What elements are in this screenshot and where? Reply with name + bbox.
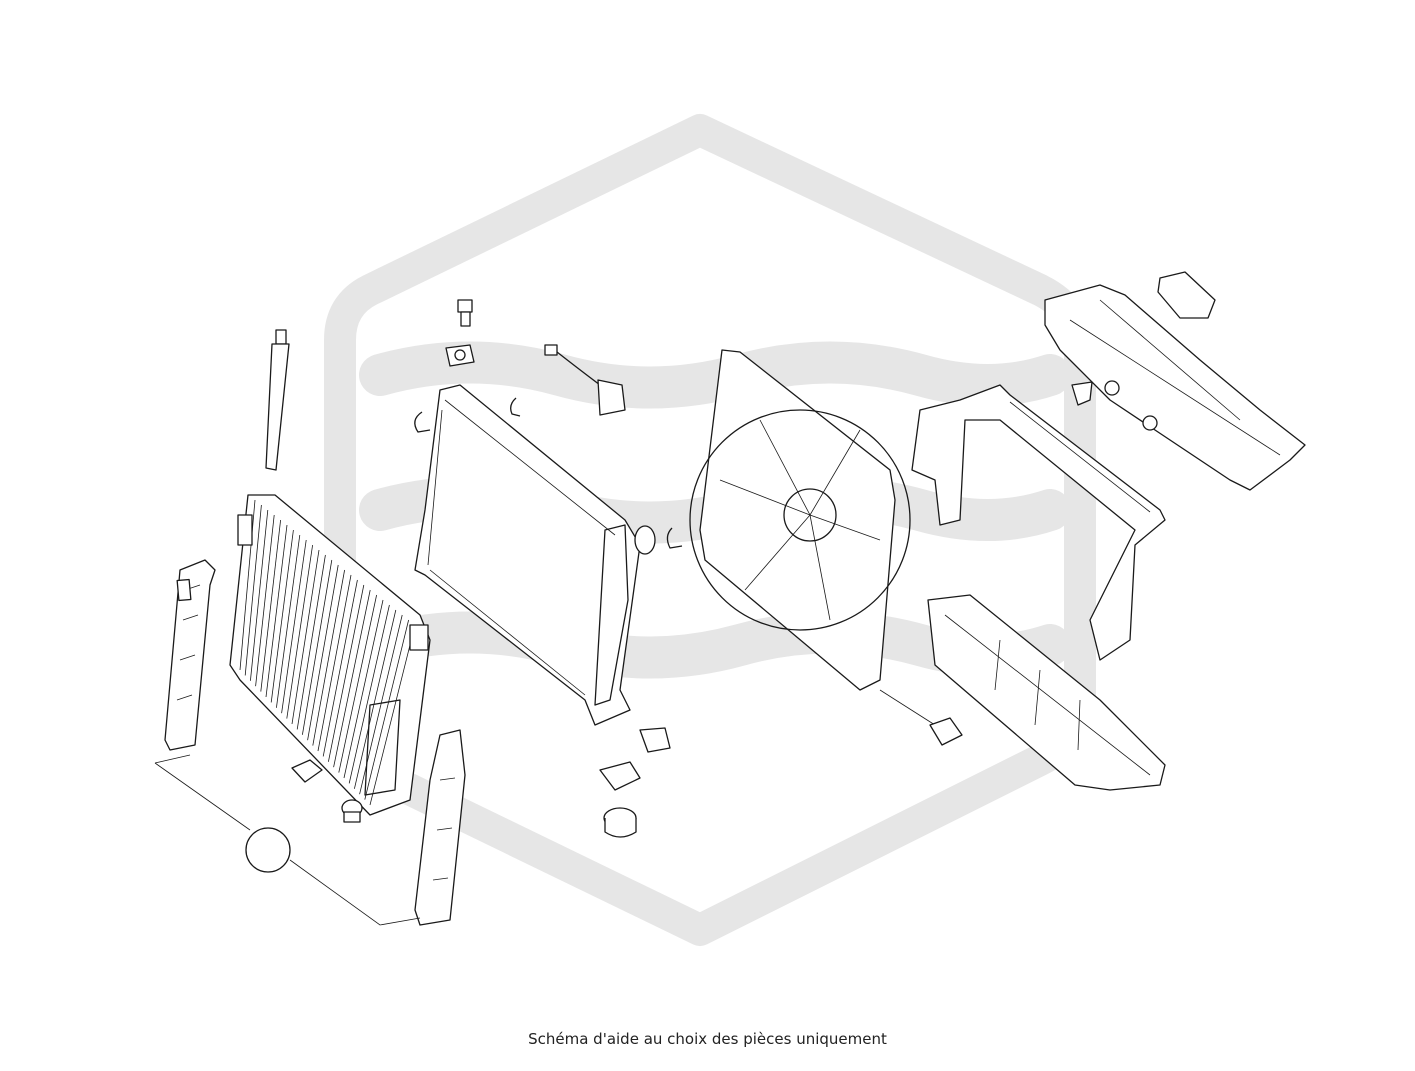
condenser-fin <box>250 509 269 681</box>
condenser-fin <box>354 609 397 789</box>
condenser-fin <box>281 539 307 714</box>
condenser-fin <box>343 599 384 779</box>
upper-air-duct[interactable] <box>1044 284 1306 491</box>
callout-lines <box>154 754 421 926</box>
condenser-fin <box>260 519 281 692</box>
pressure-sensor-part[interactable] <box>341 799 363 823</box>
condenser-fin <box>276 534 301 708</box>
vent-grille-part[interactable] <box>1157 271 1216 319</box>
condenser-fin <box>348 604 390 784</box>
condenser-fin <box>312 569 345 746</box>
left-side-bracket[interactable] <box>164 559 216 751</box>
condenser-fin <box>369 624 416 806</box>
rod-part[interactable] <box>265 329 290 471</box>
right-side-bracket[interactable] <box>414 729 466 926</box>
radiator-cap-top[interactable] <box>457 299 473 327</box>
clip-part-left[interactable] <box>291 759 323 783</box>
condenser-fin <box>317 574 352 752</box>
condenser-fin <box>286 544 313 719</box>
lower-air-guide[interactable] <box>927 594 1166 791</box>
condenser-fin <box>302 559 333 735</box>
condenser-fin <box>270 529 294 703</box>
condenser-fin <box>265 524 288 698</box>
radiator-part[interactable] <box>414 384 656 726</box>
condenser-fin <box>322 579 358 757</box>
condenser-fin <box>291 549 320 725</box>
fan-callout <box>879 689 963 746</box>
fan-shroud-part[interactable] <box>689 349 911 691</box>
radiator-cap-bottom[interactable] <box>603 807 637 838</box>
condenser-fin <box>296 554 326 730</box>
condenser-fin <box>333 589 371 768</box>
hose-clip-icons <box>414 397 683 549</box>
condenser-fin <box>307 564 339 741</box>
condenser-fin <box>244 504 262 676</box>
diagram-caption: Schéma d'aide au choix des pièces unique… <box>528 1030 887 1048</box>
condenser-part[interactable] <box>229 494 431 816</box>
condenser-fin <box>255 514 275 687</box>
thermostat-housing-part[interactable] <box>599 761 641 791</box>
expansion-plug-part[interactable] <box>445 344 475 367</box>
condenser-fin <box>328 584 365 762</box>
temp-switch-part[interactable] <box>639 727 671 753</box>
clip-part-right[interactable] <box>1071 381 1093 406</box>
temperature-sensor-part[interactable] <box>544 344 626 416</box>
condenser-fin <box>338 594 377 773</box>
condenser-fin <box>364 619 409 800</box>
air-guide-frame[interactable] <box>911 384 1166 661</box>
